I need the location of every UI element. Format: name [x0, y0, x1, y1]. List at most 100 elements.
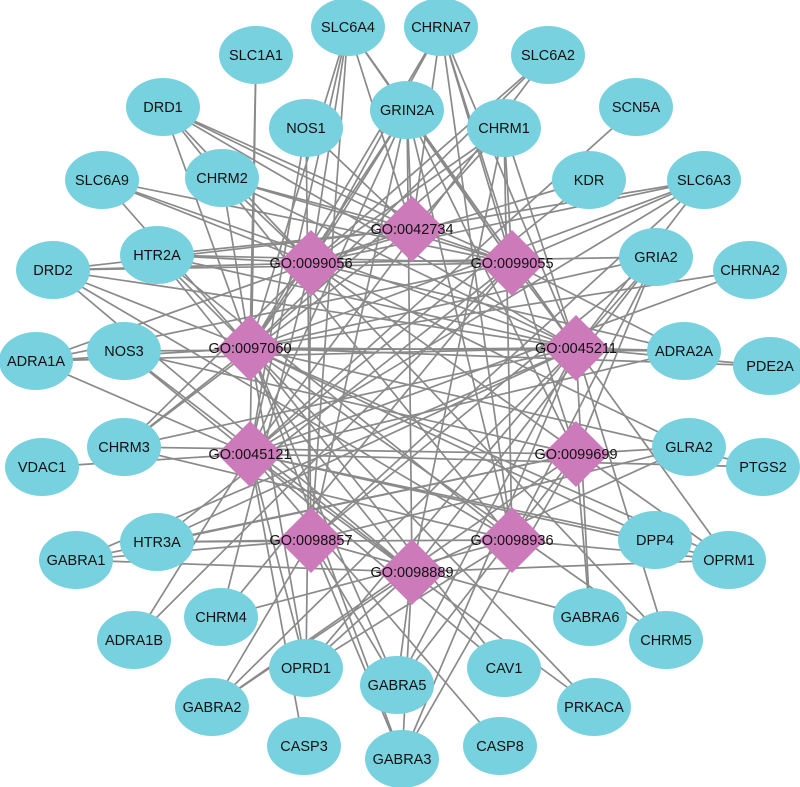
go-node-go-0098936[interactable]: GO:0098936: [470, 507, 554, 573]
edge-gria2-go-0099699: [575, 256, 657, 455]
gene-node-nos3[interactable]: NOS3: [87, 322, 161, 380]
edge-chrna7-go-0097060: [249, 26, 442, 349]
edge-slc6a9-go-0099056: [101, 179, 312, 264]
edge-chrna2-go-0045121: [249, 269, 751, 455]
gene-node-gabra3[interactable]: GABRA3: [365, 730, 439, 787]
gene-node-htr2a[interactable]: HTR2A: [120, 226, 194, 284]
gene-node-nos1[interactable]: NOS1: [269, 99, 343, 157]
edge-oprd1-go-0098936: [305, 539, 513, 669]
gene-ellipse: [667, 151, 741, 209]
edge-grin2a-go-0045211: [406, 109, 577, 349]
gene-node-adra2a[interactable]: ADRA2A: [647, 322, 721, 380]
gene-ellipse: [652, 418, 726, 476]
gene-node-chrm3[interactable]: CHRM3: [87, 418, 161, 476]
gene-ellipse: [65, 151, 139, 209]
gene-node-chrm2[interactable]: CHRM2: [185, 149, 259, 207]
edge-drd2-go-0045211: [52, 269, 577, 349]
gene-node-scn5a[interactable]: SCN5A: [599, 78, 673, 136]
gene-node-drd2[interactable]: DRD2: [16, 241, 90, 299]
gene-node-gabra6[interactable]: GABRA6: [553, 588, 627, 646]
gene-node-casp3[interactable]: CASP3: [267, 717, 341, 775]
gene-node-chrm4[interactable]: CHRM4: [184, 588, 258, 646]
gene-node-ptgs2[interactable]: PTGS2: [726, 438, 800, 496]
gene-node-pde2a[interactable]: PDE2A: [733, 337, 800, 395]
edge-adra2a-go-0099056: [310, 262, 685, 352]
go-node-go-0099699[interactable]: GO:0099699: [534, 421, 618, 487]
edge-oprd1-go-0097060: [249, 347, 307, 669]
gene-node-kdr[interactable]: KDR: [552, 151, 626, 209]
edge-glra2-go-0098857: [310, 446, 690, 541]
gene-label: GRIN2A: [380, 103, 434, 119]
gene-label: SLC6A3: [677, 173, 731, 189]
gene-node-drd1[interactable]: DRD1: [126, 78, 200, 136]
gene-label: CHRM5: [640, 633, 692, 649]
gene-ellipse: [0, 332, 73, 390]
go-node-go-0045211[interactable]: GO:0045211: [535, 315, 617, 381]
gene-node-grin2a[interactable]: GRIN2A: [370, 81, 444, 139]
gene-node-chrna2[interactable]: CHRNA2: [713, 241, 787, 299]
edge-gria2-go-0097060: [249, 256, 657, 349]
gene-node-prkaca[interactable]: PRKACA: [557, 678, 631, 736]
gene-ellipse: [404, 0, 478, 56]
edge-oprm1-go-0045211: [575, 347, 730, 561]
gene-label: DRD1: [143, 100, 182, 116]
go-node-go-0098857[interactable]: GO:0098857: [269, 507, 353, 573]
gene-node-slc6a9[interactable]: SLC6A9: [65, 151, 139, 209]
gene-node-oprm1[interactable]: OPRM1: [692, 531, 766, 589]
gene-ellipse: [39, 531, 113, 589]
go-label: GO:0099699: [534, 447, 617, 463]
gene-node-casp8[interactable]: CASP8: [463, 717, 537, 775]
gene-node-gabra1[interactable]: GABRA1: [39, 531, 113, 589]
edge-casp8-go-0045121: [249, 453, 501, 747]
gene-node-oprd1[interactable]: OPRD1: [269, 639, 343, 697]
edge-slc1a1-go-0045121: [249, 54, 257, 455]
edge-kdr-go-0099056: [310, 179, 590, 264]
gene-node-htr3a[interactable]: HTR3A: [120, 513, 194, 571]
gene-node-gabra5[interactable]: GABRA5: [360, 656, 434, 714]
gene-node-cav1[interactable]: CAV1: [467, 639, 541, 697]
gene-node-slc1a1[interactable]: SLC1A1: [219, 26, 293, 84]
gene-ellipse: [692, 531, 766, 589]
gene-node-adra1b[interactable]: ADRA1B: [97, 611, 171, 669]
edge-gabra2-go-0045211: [211, 347, 577, 708]
gene-label: OPRD1: [281, 661, 331, 677]
edge-chrm3-go-0098936: [123, 446, 513, 541]
gene-ellipse: [184, 588, 258, 646]
edge-chrm3-go-0099699: [123, 446, 577, 455]
gene-ellipse: [618, 511, 692, 569]
gene-node-dpp4[interactable]: DPP4: [618, 511, 692, 569]
gene-label: CASP8: [476, 739, 524, 755]
gene-ellipse: [463, 717, 537, 775]
gene-label: PRKACA: [564, 700, 624, 716]
gene-node-slc6a2[interactable]: SLC6A2: [511, 26, 585, 84]
gene-label: GABRA5: [368, 678, 427, 694]
gene-label: DPP4: [636, 533, 674, 549]
go-label: GO:0099055: [470, 256, 553, 272]
gene-node-gria2[interactable]: GRIA2: [619, 228, 693, 286]
gene-node-glra2[interactable]: GLRA2: [652, 418, 726, 476]
gene-node-adra1a[interactable]: ADRA1A: [0, 332, 73, 390]
edge-adra1a-go-0045121: [35, 360, 251, 455]
gene-label: GABRA6: [561, 610, 620, 626]
gene-node-chrm1[interactable]: CHRM1: [467, 99, 541, 157]
go-node-go-0097060[interactable]: GO:0097060: [208, 315, 292, 381]
gene-node-slc6a3[interactable]: SLC6A3: [667, 151, 741, 209]
gene-node-gabra2[interactable]: GABRA2: [175, 678, 249, 736]
gene-node-slc6a4[interactable]: SLC6A4: [311, 0, 385, 56]
go-node-go-0098889[interactable]: GO:0098889: [370, 539, 454, 605]
gene-node-vdac1[interactable]: VDAC1: [5, 438, 79, 496]
edge-htr2a-go-0098936: [156, 254, 513, 541]
go-node-go-0099055[interactable]: GO:0099055: [470, 230, 554, 296]
go-label: GO:0045211: [535, 341, 617, 357]
gene-label: GABRA1: [47, 553, 106, 569]
gene-ellipse: [365, 730, 439, 787]
gene-node-chrm5[interactable]: CHRM5: [629, 611, 703, 669]
go-node-go-0045121[interactable]: GO:0045121: [208, 421, 292, 487]
gene-node-chrna7[interactable]: CHRNA7: [404, 0, 478, 56]
gene-ellipse: [360, 656, 434, 714]
edge-grin2a-go-0098936: [406, 109, 513, 541]
go-node-go-0042734[interactable]: GO:0042734: [370, 196, 454, 262]
gene-label: GABRA3: [373, 752, 432, 768]
edge-kdr-go-0045121: [249, 179, 590, 455]
go-node-go-0099056[interactable]: GO:0099056: [269, 230, 353, 296]
